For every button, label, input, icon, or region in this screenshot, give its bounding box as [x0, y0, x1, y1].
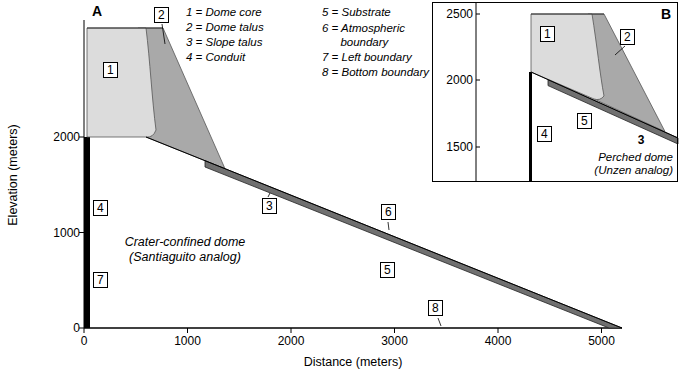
callout-number: 5: [384, 263, 391, 277]
callout-box: 8: [428, 300, 443, 316]
key-entry: 3 = Slope talus: [186, 35, 262, 49]
callout-box: 2: [620, 29, 635, 45]
conduit: [84, 137, 90, 328]
callout-number: 4: [97, 201, 104, 215]
tick-label: 1000: [174, 334, 201, 348]
callout-number: 4: [541, 127, 548, 141]
callout-box: 7: [93, 272, 108, 288]
key-entry: 1 = Dome core: [186, 5, 262, 19]
key-entry: 5 = Substrate: [322, 5, 391, 19]
tick-label: 2000: [53, 130, 80, 144]
callout-box: 6: [381, 204, 396, 220]
tick-label: 1000: [53, 226, 80, 240]
key-entry: 2 = Dome talus: [186, 20, 264, 34]
inset-ground: [432, 2, 678, 182]
tick-label: 1500: [446, 140, 473, 154]
tick-label: 2000: [278, 334, 305, 348]
callout-number: 3: [266, 199, 273, 213]
key-entry: 4 = Conduit: [186, 50, 245, 64]
tick-label: 4000: [485, 334, 512, 348]
inset-y-axis: [476, 2, 477, 182]
axis-title: Distance (meters): [304, 355, 403, 369]
panel-letter: B: [661, 6, 671, 22]
axis-title: Elevation (meters): [6, 124, 20, 225]
callout-number: 6: [385, 205, 392, 219]
callout-box: 2: [154, 7, 169, 23]
tick-label: 2000: [446, 73, 473, 87]
callout-number: 1: [107, 63, 114, 77]
tick-label: 5000: [588, 334, 615, 348]
dome-top: [87, 28, 163, 29]
inset-atmospheric-boundary: [531, 72, 678, 138]
inset-panel: B Perched dome (Unzen analog) 1 2 5 4: [432, 2, 678, 182]
bottom-boundary: [84, 327, 622, 329]
inset-ticks: [476, 14, 480, 147]
callout-number: 1: [544, 27, 551, 41]
panel-letter: A: [92, 4, 102, 18]
tick-label: 2500: [446, 7, 473, 21]
tick-label: 0: [81, 334, 88, 348]
callout-number: 5: [581, 114, 588, 128]
inset-conduit: [529, 72, 532, 182]
key-entry: 6 = Atmospheric boundary: [322, 21, 440, 49]
callout-box: 4: [93, 200, 108, 216]
callout-box: 1: [540, 26, 555, 42]
inset-dome-core: [531, 14, 604, 100]
panel-caption: Perched dome (Unzen analog): [589, 151, 673, 177]
panel-caption: Crater-confined dome (Santiaguito analog…: [118, 235, 253, 265]
leader-line: [615, 46, 625, 55]
callout-number: 8: [432, 301, 439, 315]
dome-core: [87, 28, 156, 137]
inset-dome-top: [531, 14, 604, 15]
callout-number: 2: [624, 30, 631, 44]
leader-lines: [162, 24, 441, 326]
callout-box: 3: [262, 198, 277, 214]
tick-label: 3000: [381, 334, 408, 348]
callout-box: 5: [380, 262, 395, 278]
callout-box: 1: [103, 62, 118, 78]
callout-box: 4: [537, 126, 552, 142]
tick-label: 0: [73, 321, 80, 335]
callout-number: 3: [638, 133, 645, 147]
callout-number: 7: [97, 273, 104, 287]
callout-number: 2: [158, 8, 165, 22]
key-entry: 8 = Bottom boundary: [322, 65, 429, 79]
callout-box: 5: [577, 113, 592, 129]
key-entry: 7 = Left boundary: [322, 50, 412, 64]
